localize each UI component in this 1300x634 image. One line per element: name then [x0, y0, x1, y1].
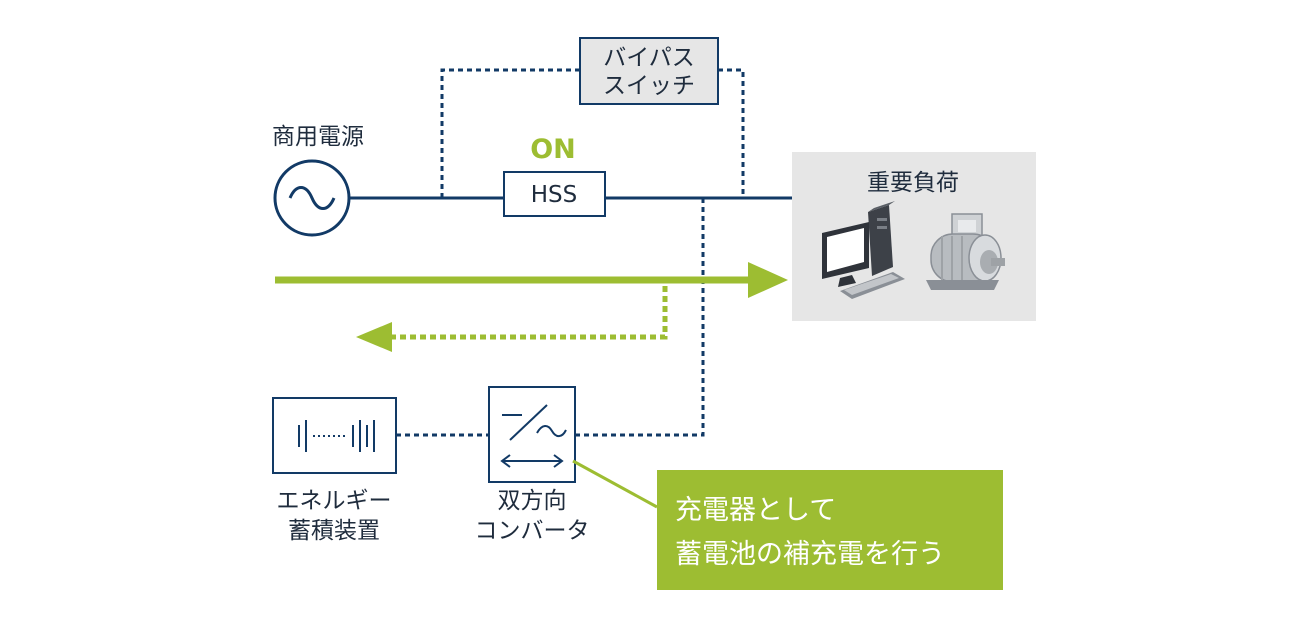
bypass-switch-label-1: バイパス — [603, 45, 695, 71]
hss-label: HSS — [531, 182, 578, 208]
hss-box — [503, 171, 606, 217]
bypass-switch-label-2: スイッチ — [603, 73, 695, 99]
charge-flow-arrow — [356, 286, 668, 352]
converter-icon — [500, 404, 567, 468]
motor-icon — [926, 213, 1005, 290]
converter-box — [488, 386, 576, 483]
converter-link-path — [575, 198, 705, 437]
computer-icon — [822, 201, 905, 299]
callout-text-2: 蓄電池の補充電を行う — [675, 539, 945, 570]
energy-storage-label-1: エネルギー — [277, 488, 392, 514]
on-status: ON — [530, 134, 576, 165]
bypass-switch-box — [579, 37, 719, 105]
callout-text-1: 充電器として — [675, 495, 836, 526]
converter-label-2: コンバータ — [475, 518, 590, 544]
callout-box — [657, 470, 1003, 590]
converter-label-1: 双方向 — [498, 488, 567, 514]
power-flow-arrow — [275, 262, 788, 298]
energy-storage-label-2: 蓄積装置 — [288, 518, 380, 544]
bypass-path — [440, 68, 580, 198]
bypass-path-right — [718, 68, 745, 198]
critical-load-label: 重要負荷 — [867, 170, 959, 196]
commercial-power-label: 商用電源 — [272, 124, 364, 150]
callout-leader — [572, 459, 658, 509]
ac-source-icon — [273, 159, 351, 237]
battery-icon — [298, 420, 375, 452]
